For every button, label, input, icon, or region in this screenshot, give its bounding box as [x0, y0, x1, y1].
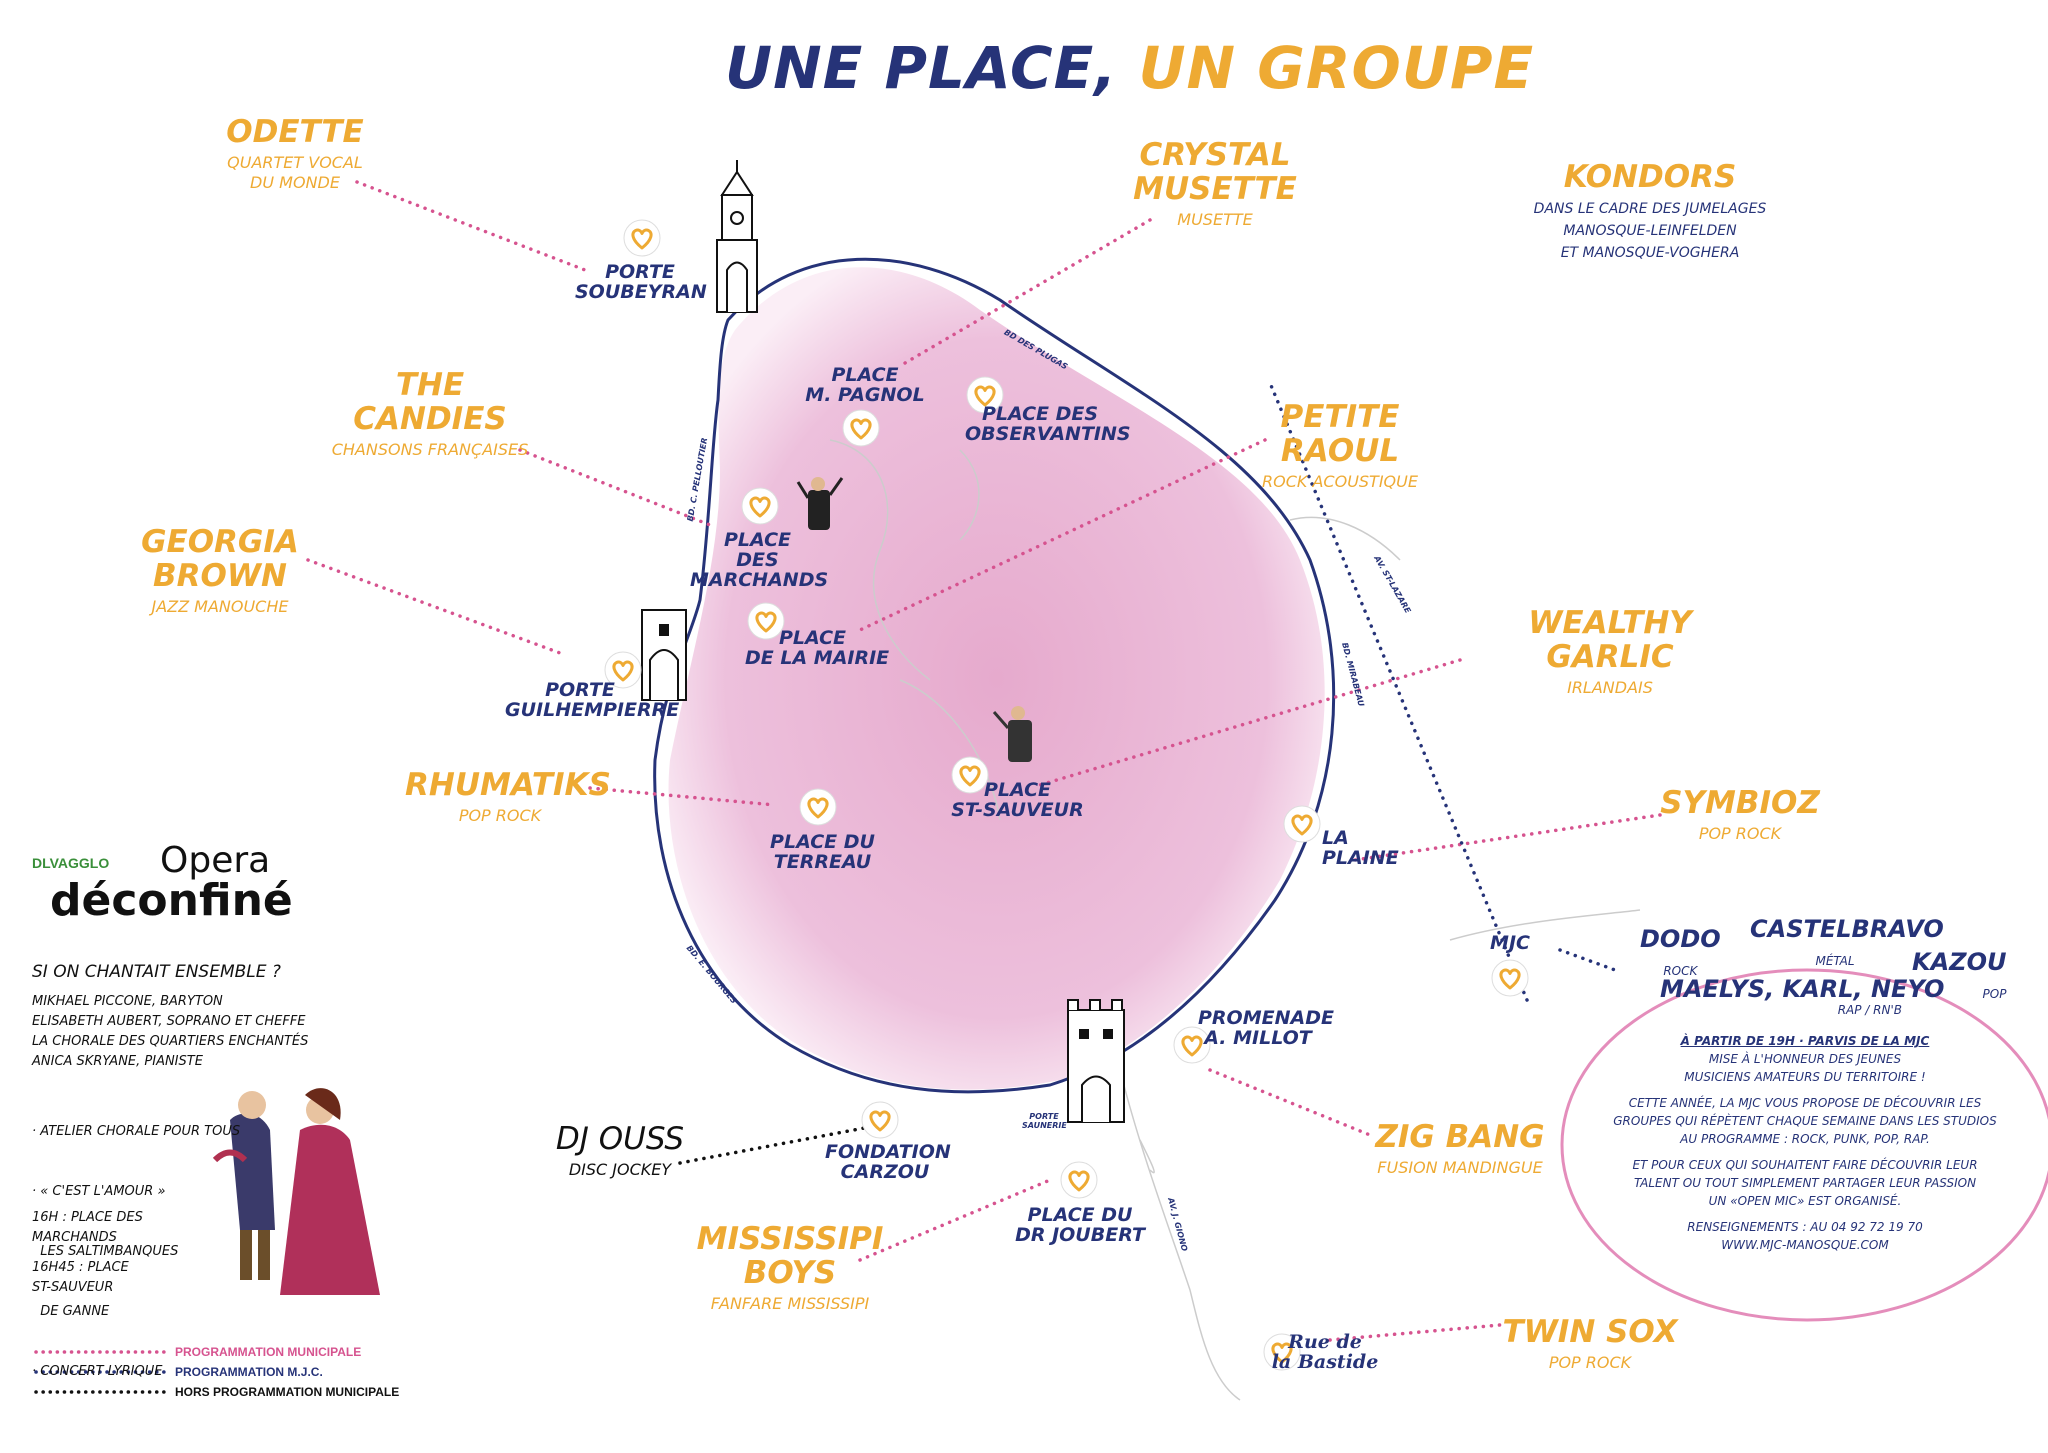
band-name: MISSISSIPI [696, 1221, 884, 1257]
band-name-2: BOYS [743, 1255, 837, 1291]
opera-singers-illustration [212, 1088, 380, 1295]
band-genre: POP ROCK [1698, 824, 1782, 843]
band-name: KONDORS [1563, 159, 1737, 195]
street-porte-saunerie: PORTE SAUNERIE [1022, 1112, 1067, 1130]
band-name: SYMBIOZ [1660, 785, 1820, 821]
opera-logo-top: Opera [160, 840, 271, 881]
side-program: · ATELIER CHORALE POUR TOUS · « C'EST L'… [32, 1124, 241, 1379]
tower-saunerie [1067, 999, 1125, 1123]
page-title: UNE PLACE, UN GROUPE [725, 34, 1534, 102]
opera-logo-bottom: déconfiné [50, 875, 293, 926]
singer-figure-2 [992, 706, 1032, 762]
band-name: WEALTHY [1528, 605, 1692, 641]
legend-lines [34, 1350, 168, 1394]
band-genre: FANFARE MISSISSIPI [710, 1294, 870, 1313]
legend-municipal: PROGRAMMATION MUNICIPALE [175, 1345, 362, 1359]
dlva-logo: DLVAGGLO [32, 855, 110, 871]
band-dj-ouss: DJ OUSS DISC JOCKEY [540, 1122, 700, 1180]
band-wealthy-garlic: WEALTHY GARLIC IRLANDAIS [1510, 606, 1710, 698]
band-zig-bang: ZIG BANG FUSION MANDINGUE [1350, 1120, 1570, 1178]
singer-figure-1 [796, 477, 844, 530]
mjc-description: À PARTIR DE 19H · PARVIS DE LA MJC MISE … [1613, 1034, 1997, 1252]
band-name: CRYSTAL [1139, 137, 1291, 173]
side-time-1: 16H : PLACE DES MARCHANDS [32, 1210, 143, 1245]
tower-guilhempierre [641, 609, 687, 701]
title-part-1: UNE PLACE, [725, 34, 1118, 102]
band-name-2: BROWN [153, 558, 287, 594]
band-name-2: MUSETTE [1133, 171, 1297, 207]
band-name: ZIG BANG [1375, 1119, 1545, 1155]
band-genre: IRLANDAIS [1567, 678, 1653, 697]
band-genre: CHANSONS FRANÇAISES [331, 440, 529, 459]
band-name: GEORGIA [141, 524, 299, 560]
band-name: ODETTE [226, 114, 364, 150]
band-the-candies: THE CANDIES CHANSONS FRANÇAISES [330, 368, 530, 460]
band-name: THE [395, 367, 465, 403]
boulevard-ring [653, 257, 1336, 1094]
band-twin-sox: TWIN SOX POP ROCK [1500, 1315, 1680, 1373]
band-name: PETITE [1280, 399, 1400, 435]
band-genre: ROCK ACOUSTIQUE [1262, 472, 1418, 491]
band-petite-raoul: PETITE RAOUL ROCK ACOUSTIQUE [1245, 400, 1435, 492]
band-mississipi-boys: MISSISSIPI BOYS FANFARE MISSISSIPI [690, 1222, 890, 1314]
band-name: RHUMATIKS [405, 767, 611, 803]
side-heading: SI ON CHANTAIT ENSEMBLE ? [32, 962, 281, 982]
title-part-2: UN GROUPE [1138, 34, 1535, 102]
band-name-2: GARLIC [1546, 639, 1674, 675]
band-symbioz: SYMBIOZ POP ROCK [1650, 786, 1830, 844]
band-genre: JAZZ MANOUCHE [151, 597, 289, 616]
secondary-streets [829, 439, 1641, 1401]
band-genre: FUSION MANDINGUE [1377, 1158, 1543, 1177]
band-name: TWIN SOX [1502, 1314, 1678, 1350]
band-crystal-musette: CRYSTAL MUSETTE MUSETTE [1120, 138, 1310, 230]
band-name: DJ OUSS [555, 1121, 685, 1157]
tower-soubeyran [716, 160, 758, 313]
band-genre: MUSETTE [1177, 210, 1253, 229]
opera-logo: Opera déconfiné [50, 840, 293, 926]
band-georgia-brown: GEORGIA BROWN JAZZ MANOUCHE [130, 525, 310, 617]
side-cast: MIKHAEL PICCONE, BARYTON ELISABETH AUBER… [32, 994, 309, 1069]
connector-lines [306, 180, 1662, 1342]
band-genre: POP ROCK [1548, 1353, 1632, 1372]
band-genre: POP ROCK [458, 806, 542, 825]
band-name-2: CANDIES [353, 401, 507, 437]
side-time-2: 16H45 : PLACE ST-SAUVEUR [32, 1260, 129, 1295]
band-genre: DISC JOCKEY [568, 1160, 672, 1179]
mjc-ellipse [1560, 968, 2048, 1322]
band-rhumatiks: RHUMATIKS POP ROCK [405, 768, 611, 826]
legend-mjc: PROGRAMMATION M.J.C. [175, 1365, 323, 1379]
place-mjc: MJC [1490, 932, 1530, 954]
old-town-zone [668, 267, 1325, 1090]
band-name-2: RAOUL [1280, 433, 1400, 469]
legend-hors: HORS PROGRAMMATION MUNICIPALE [175, 1385, 400, 1399]
